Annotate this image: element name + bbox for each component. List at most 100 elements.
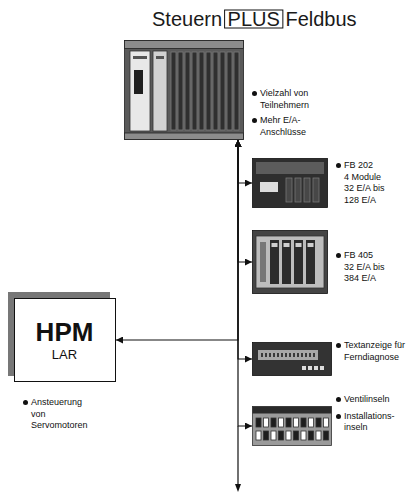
display-key <box>302 366 306 370</box>
display-character <box>261 353 263 357</box>
description-text: Vielzahl von Teilnehmern <box>260 88 322 111</box>
device-illustration <box>124 40 244 140</box>
rack-top-rail <box>125 41 244 49</box>
station-housing <box>253 159 328 208</box>
fieldbus-station: FB 2024 Module 32 E/A bis 128 E/A <box>252 158 328 208</box>
bullet-dot <box>336 163 341 168</box>
card-label <box>156 56 164 59</box>
io-module <box>286 178 292 202</box>
description-text: Mehr E/A- Anschlüsse <box>260 115 322 138</box>
bullet-item: 32 E/A bis 384 E/A <box>336 262 410 285</box>
bullet-item: FB 202 <box>336 160 410 172</box>
text-column: FB 40532 E/A bis 384 E/A <box>336 250 410 285</box>
station-housing <box>253 231 328 294</box>
bullet-dot <box>336 397 341 402</box>
bullet-dot <box>252 91 257 96</box>
text-column: Textanzeige für Ferndiagnose <box>336 340 410 363</box>
card-label <box>133 56 147 59</box>
bus-line-continuation <box>237 426 238 486</box>
io-module <box>294 240 303 284</box>
station-panel <box>256 236 324 288</box>
display-key <box>308 366 312 370</box>
terminal-block <box>264 431 269 440</box>
valve-island: VentilinselnInstallations- inseln <box>252 406 332 446</box>
bullet-item: FB 405 <box>336 250 410 262</box>
device-illustration <box>252 158 328 208</box>
processor-card <box>130 51 150 131</box>
description-text: Ansteuerung von Servomotoren <box>31 397 93 432</box>
bus-connector <box>238 140 252 262</box>
display-housing <box>253 343 332 376</box>
text-column: FB 2024 Module 32 E/A bis 128 E/A <box>336 160 410 206</box>
io-module <box>304 178 310 202</box>
valve-block <box>279 418 284 427</box>
island-housing <box>253 407 332 446</box>
empty-slot <box>213 52 218 130</box>
terminal-block <box>279 431 284 440</box>
valve-block <box>271 418 276 427</box>
bullet-item: Textanzeige für Ferndiagnose <box>336 340 410 363</box>
fieldbus-station: FB 40532 E/A bis 384 E/A <box>252 230 328 294</box>
bullet-dot <box>23 400 28 405</box>
display-character <box>293 353 295 357</box>
bus-end-arrow <box>235 484 241 492</box>
bus-connector <box>238 140 252 183</box>
terminal-block <box>316 431 321 440</box>
empty-slot <box>171 52 176 130</box>
bullet-dot <box>336 343 341 348</box>
description-text: Installations- inseln <box>344 411 404 434</box>
io-module <box>270 240 279 284</box>
io-module <box>295 178 301 202</box>
terminal-block <box>301 431 306 440</box>
terminal-block <box>256 431 261 440</box>
valve-block <box>264 418 269 427</box>
text-column: Ansteuerung von Servomotoren <box>23 397 93 432</box>
empty-slot <box>227 52 232 130</box>
bullet-dot <box>252 118 257 123</box>
text-display: Textanzeige für Ferndiagnose <box>252 342 332 376</box>
bullet-item: Mehr E/A- Anschlüsse <box>252 115 322 138</box>
station-label <box>260 182 278 192</box>
bullet-dot <box>336 414 341 419</box>
empty-slot <box>192 52 197 130</box>
text-column: Vielzahl von TeilnehmernMehr E/A- Anschl… <box>252 88 322 138</box>
module-led <box>284 243 290 247</box>
module-led <box>308 243 314 247</box>
box-heading: HPM <box>36 317 94 347</box>
valve-block <box>316 418 321 427</box>
station-top-panel <box>256 162 324 174</box>
display-character <box>305 353 307 357</box>
display-character <box>297 353 299 357</box>
io-module <box>313 178 319 202</box>
card-connector <box>134 70 143 94</box>
power-module <box>260 242 266 282</box>
display-character <box>281 353 283 357</box>
island-top-rail <box>253 407 332 414</box>
rack-frame <box>125 41 244 140</box>
description-text: 4 Module 32 E/A bis 128 E/A <box>344 172 390 207</box>
empty-slot <box>178 52 183 130</box>
bus-connector <box>116 140 238 340</box>
valve-block <box>286 418 291 427</box>
servo-controller-box: HPMLARAnsteuerung von Servomotoren <box>14 298 116 382</box>
text-column: VentilinselnInstallations- inseln <box>336 394 410 434</box>
display-key <box>314 366 318 370</box>
description-text: Ventilinseln <box>344 394 410 406</box>
valve-block <box>256 418 261 427</box>
terminal-block <box>271 431 276 440</box>
empty-slot <box>220 52 225 130</box>
bus-connector <box>238 140 252 426</box>
valve-block <box>294 418 299 427</box>
empty-slot <box>185 52 190 130</box>
display-character <box>265 353 267 357</box>
device-illustration <box>252 230 328 294</box>
valve-block <box>309 418 314 427</box>
empty-slot <box>199 52 204 130</box>
module-led <box>272 243 278 247</box>
terminal-block <box>324 431 329 440</box>
description-text: FB 405 <box>344 250 410 262</box>
io-module <box>306 240 315 284</box>
display-character <box>289 353 291 357</box>
empty-slot <box>234 52 239 130</box>
